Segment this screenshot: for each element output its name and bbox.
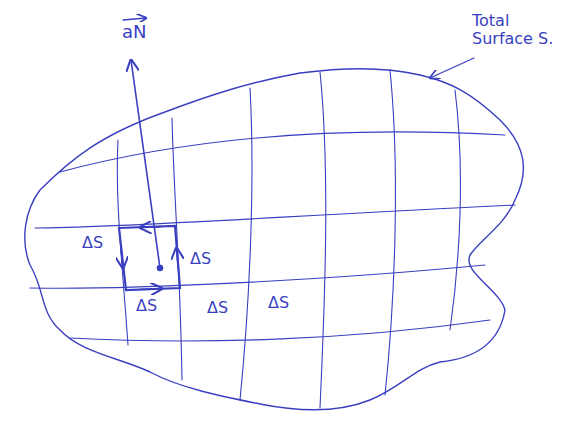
vector-overarrow (123, 18, 146, 20)
surface-outline (25, 69, 524, 410)
circulation-arrows (121, 227, 179, 290)
area-label: ΔS (188, 250, 213, 268)
vector-label: aN (120, 22, 149, 43)
surface-label: Total Surface S. (470, 12, 558, 49)
normal-vector (131, 60, 160, 268)
area-label: ΔS (80, 234, 105, 252)
area-label: ΔS (205, 299, 230, 317)
leader-line (430, 58, 474, 78)
grid-lines (30, 70, 515, 408)
area-label: ΔS (134, 297, 159, 315)
patch-outline (119, 226, 180, 290)
area-label: ΔS (266, 294, 291, 312)
